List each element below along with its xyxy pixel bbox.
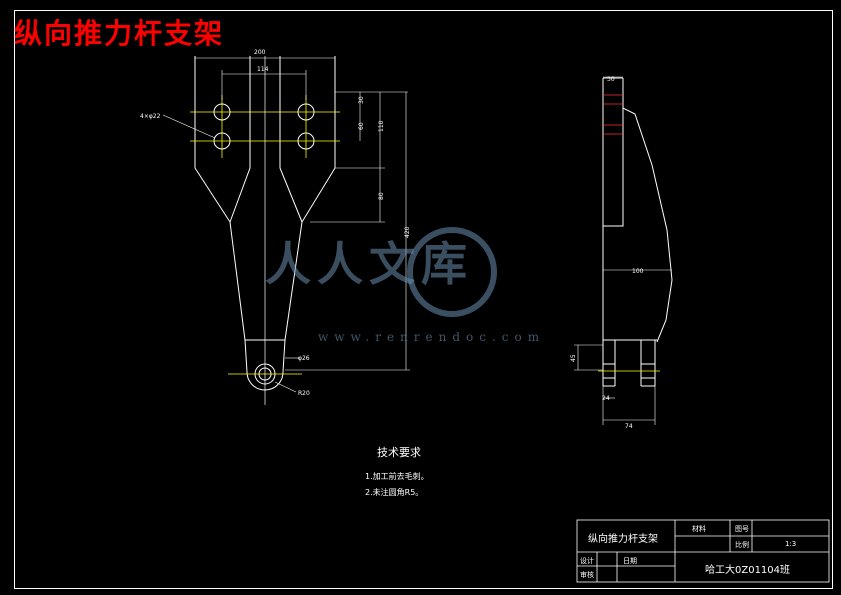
tech-item-2: 2.未注圆角R5。 [365,488,424,497]
tb-scale-label: 比例 [735,541,749,549]
watermark-logo [407,227,497,317]
dim-60: 60 [358,122,365,130]
watermark-url: www.renrendoc.com [318,330,546,344]
dim-side-45: 45 [570,354,577,362]
tb-date-label: 日期 [623,557,637,565]
dim-holes: 4×φ22 [140,113,161,120]
dim-r20: R20 [298,390,310,397]
drawing-title: 纵向推力杆支架 [14,17,225,50]
watermark-text: 人人文库 [265,237,473,291]
tb-scale-value: 1:3 [785,540,797,548]
dim-side-24: 24 [602,395,610,402]
dim-80: 80 [378,192,385,200]
dim-side-100: 100 [632,268,644,275]
side-view [602,77,673,387]
dim-114: 114 [257,66,269,73]
dim-420: 420 [404,226,411,238]
tb-drawing-no-label: 图号 [735,525,749,533]
dim-side-30: 30 [607,76,615,83]
drawing-frame [14,10,833,589]
dim-side-74: 74 [625,423,633,430]
tb-part-name: 纵向推力杆支架 [588,534,658,545]
title-block [576,519,830,583]
tech-item-1: 1.加工前去毛刺。 [365,472,429,481]
tb-school: 哈工大0Z01104班 [705,565,791,576]
dim-110: 110 [378,120,385,132]
dim-30: 30 [358,96,365,104]
dim-phi26: φ26 [298,355,310,362]
dim-200: 200 [254,49,266,56]
tb-material-label: 材料 [692,525,706,533]
tb-checker-label: 审核 [580,571,594,579]
tb-designer-label: 设计 [580,557,594,565]
tech-requirements-heading: 技术要求 [377,446,421,459]
